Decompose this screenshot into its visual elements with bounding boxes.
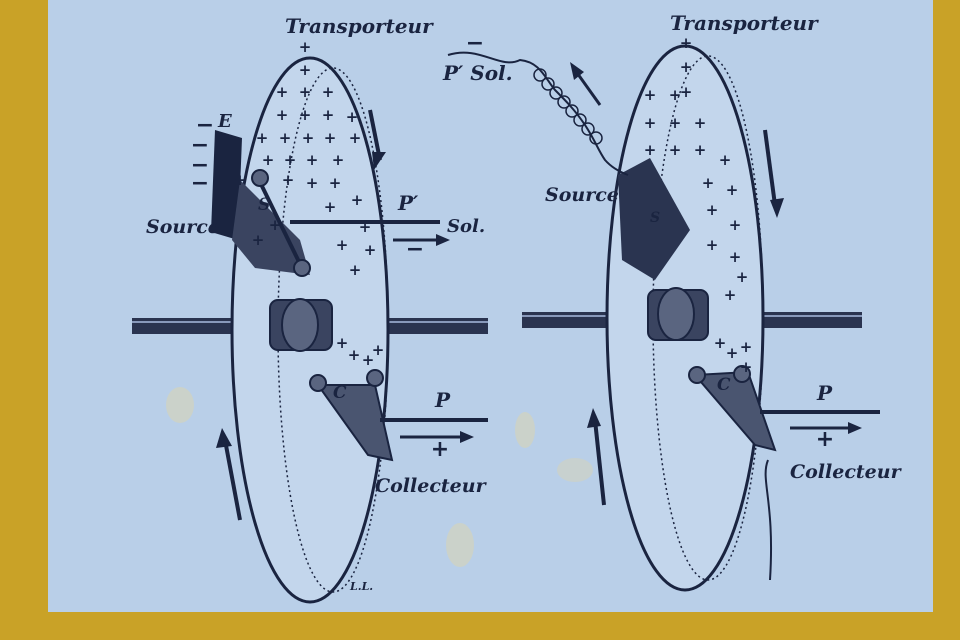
- plus-sign-large: +: [431, 437, 449, 462]
- left-p-prime-label: P′: [397, 191, 419, 215]
- plus-sign: +: [299, 83, 312, 101]
- plus-sign: +: [322, 106, 335, 124]
- left-sol-label: Sol.: [447, 216, 485, 237]
- plus-sign: +: [306, 174, 319, 192]
- right-transporteur-label: Transporteur: [670, 11, 819, 35]
- plus-sign: +: [644, 86, 657, 104]
- left-c-label: C: [333, 383, 347, 403]
- plus-sign: +: [332, 151, 345, 169]
- plus-sign: +: [349, 129, 362, 147]
- plus-sign: +: [740, 358, 753, 376]
- right-coil-wire: [447, 51, 629, 176]
- minus-sign: −: [466, 31, 484, 56]
- plus-sign: +: [276, 106, 289, 124]
- plus-sign: +: [702, 174, 715, 192]
- left-source-label: Source: [146, 216, 220, 238]
- charge-plus-signs: ++++++++++++++++++++++++++++++++++++++++…: [234, 34, 835, 462]
- plus-sign: +: [740, 338, 753, 356]
- plus-sign: +: [669, 114, 682, 132]
- plus-sign: +: [680, 83, 693, 101]
- plus-sign: +: [299, 38, 312, 56]
- minus-sign: −: [191, 153, 209, 178]
- plus-sign: +: [256, 129, 269, 147]
- plus-sign: +: [362, 351, 375, 369]
- minus-sign: −: [191, 133, 209, 158]
- right-p-prime-sol-label: P′ Sol.: [442, 61, 513, 85]
- plus-sign: +: [348, 346, 361, 364]
- plus-sign: +: [351, 191, 364, 209]
- plus-sign: +: [726, 344, 739, 362]
- left-collecteur-label: Collecteur: [375, 475, 488, 497]
- left-s-label: S: [258, 195, 270, 215]
- plus-sign: +: [694, 114, 707, 132]
- plus-sign: +: [234, 171, 247, 189]
- plus-sign: +: [706, 236, 719, 254]
- left-p-label: P: [434, 388, 451, 412]
- plus-sign: +: [729, 248, 742, 266]
- minus-sign: −: [196, 113, 214, 138]
- left-collector-comb: [316, 384, 394, 462]
- plus-sign: +: [282, 171, 295, 189]
- paper-sheet: [48, 0, 933, 612]
- plus-sign: +: [372, 341, 385, 359]
- plus-sign: +: [279, 129, 292, 147]
- plus-sign: +: [269, 216, 282, 234]
- plus-sign: +: [726, 181, 739, 199]
- right-figure: [447, 44, 880, 592]
- signature-label: L.L.: [349, 580, 373, 593]
- plus-sign: +: [694, 141, 707, 159]
- right-collecteur-label: Collecteur: [790, 461, 903, 483]
- left-transporteur-label: Transporteur: [285, 14, 434, 38]
- plus-sign: +: [322, 83, 335, 101]
- plus-sign: +: [644, 141, 657, 159]
- right-collector-comb: [692, 370, 777, 452]
- plus-sign: +: [306, 151, 319, 169]
- plus-sign: +: [262, 151, 275, 169]
- plus-sign: +: [719, 151, 732, 169]
- plus-sign: +: [680, 58, 693, 76]
- left-source-comb: [232, 180, 310, 275]
- plus-sign: +: [324, 198, 337, 216]
- plus-sign-large: +: [816, 427, 834, 452]
- plus-sign: +: [299, 106, 312, 124]
- minus-sign: −: [406, 237, 424, 262]
- plus-sign: +: [299, 61, 312, 79]
- plus-sign: +: [706, 201, 719, 219]
- plus-sign: +: [364, 241, 377, 259]
- plus-sign: +: [669, 86, 682, 104]
- right-source-block: [618, 158, 690, 280]
- plus-sign: +: [714, 334, 727, 352]
- plus-sign: +: [336, 334, 349, 352]
- plus-sign: +: [324, 129, 337, 147]
- plus-sign: +: [346, 108, 359, 126]
- plus-sign: +: [276, 83, 289, 101]
- plus-sign: +: [252, 231, 265, 249]
- right-c-label: C: [717, 375, 731, 395]
- right-p-label: P: [816, 381, 833, 405]
- left-e-label: E: [217, 111, 232, 132]
- plus-sign: +: [336, 236, 349, 254]
- plus-sign: +: [736, 268, 749, 286]
- right-source-label: Source: [545, 184, 619, 206]
- plus-sign: +: [669, 141, 682, 159]
- right-s-label: S: [650, 210, 660, 226]
- left-electrode-e: [211, 130, 242, 240]
- plus-sign: +: [644, 114, 657, 132]
- plus-sign: +: [302, 129, 315, 147]
- plus-sign: +: [680, 34, 693, 52]
- plus-sign: +: [329, 174, 342, 192]
- minus-sign: −: [191, 171, 209, 196]
- charge-minus-signs: −−−−−−: [191, 31, 484, 262]
- plus-sign: +: [284, 151, 297, 169]
- left-figure: [132, 56, 488, 604]
- plus-sign: +: [349, 261, 362, 279]
- plus-sign: +: [729, 216, 742, 234]
- plus-sign: +: [724, 286, 737, 304]
- plus-sign: +: [359, 218, 372, 236]
